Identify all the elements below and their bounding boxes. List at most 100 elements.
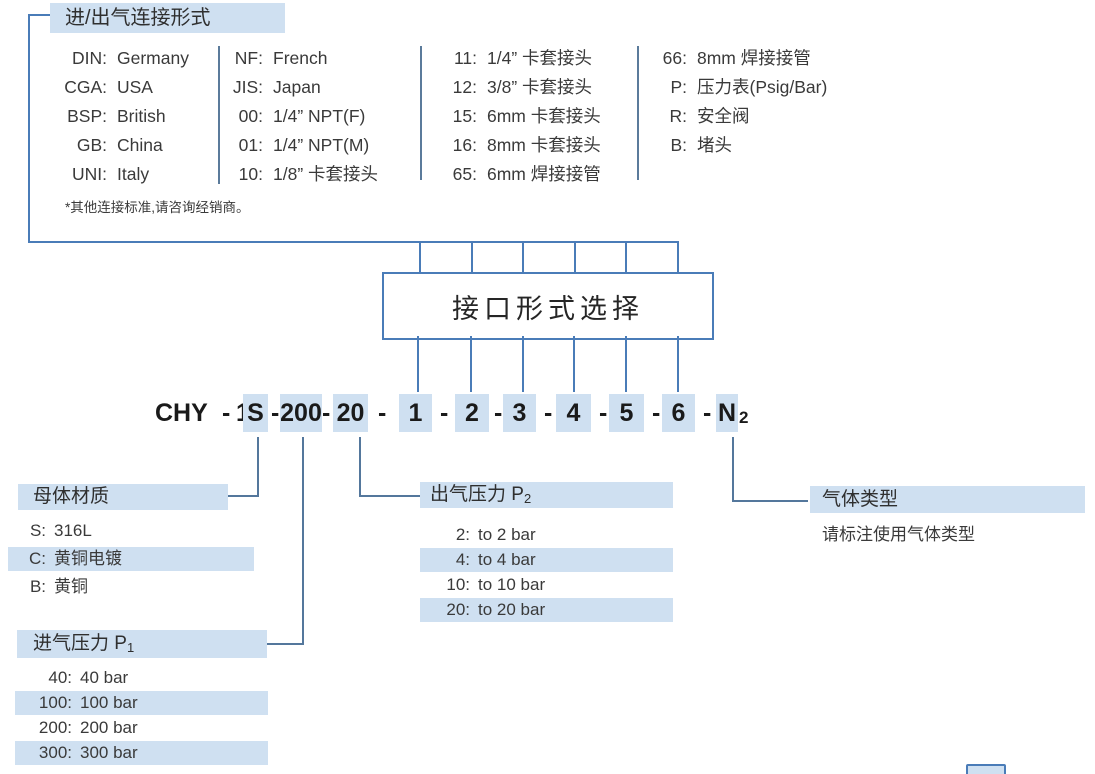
material-options: S:316L C:黄铜电镀 B:黄铜 — [8, 519, 254, 603]
option-description: to 10 bar — [478, 575, 546, 594]
connector-line — [574, 241, 576, 272]
connection-option: 11:1/4” 卡套接头 — [440, 44, 601, 73]
gas-type-note: 请标注使用气体类型 — [822, 525, 975, 544]
outlet-pressure-header-text: 出气压力 P — [430, 484, 524, 505]
connection-option: 65: 6mm 焊接接管 — [440, 160, 601, 189]
connection-option: 12: 3/8” 卡套接头 — [440, 73, 601, 102]
code-token: - — [271, 399, 280, 427]
option-code: JIS: — [232, 77, 263, 97]
material-section-header: 母体材质 — [18, 484, 228, 510]
option-code: S: — [29, 521, 46, 540]
option-row: 20:to 20 bar — [420, 598, 673, 622]
code-token: CHY — [155, 399, 208, 427]
option-code: 66: — [662, 48, 687, 68]
connection-option: CGA:USA — [55, 73, 189, 102]
connection-option: NF:French — [228, 44, 378, 73]
connector-line — [573, 336, 575, 392]
connector-line — [470, 336, 472, 392]
option-code: 10: — [238, 164, 263, 184]
option-row: C:黄铜电镀 — [8, 547, 254, 571]
connector-line — [471, 241, 473, 272]
option-code: R: — [669, 106, 688, 126]
code-token: 5 — [609, 394, 644, 432]
code-token: - — [378, 399, 387, 427]
code-token: N — [716, 394, 738, 432]
option-code: 20: — [446, 600, 470, 619]
code-token: 20 — [333, 394, 368, 432]
option-description: to 2 bar — [478, 525, 536, 544]
option-code: 12: — [452, 77, 477, 97]
option-row: 300: 300 bar — [15, 741, 268, 765]
connection-option: DIN:Germany — [55, 44, 189, 73]
connection-option: 01: 1/4” NPT(M) — [228, 131, 378, 160]
code-token: - — [599, 399, 608, 427]
code-token: 2 — [455, 394, 489, 432]
code-token: 1 — [399, 394, 432, 432]
inlet-pressure-header-subscript: 1 — [126, 640, 135, 655]
option-code: 300: — [38, 743, 72, 762]
option-code: 11: — [453, 48, 477, 68]
option-description: 6mm 焊接接管 — [487, 164, 601, 184]
option-code: UNI: — [72, 164, 107, 184]
connection-option: 10: 1/8” 卡套接头 — [228, 160, 378, 189]
option-row: B:黄铜 — [8, 575, 254, 599]
option-code: BSP: — [67, 106, 107, 126]
option-description: 1/8” 卡套接头 — [273, 164, 379, 184]
option-code: NF: — [234, 48, 263, 68]
option-description: 300 bar — [80, 743, 138, 762]
connection-option: R:安全阀 — [650, 102, 827, 131]
connector-line — [228, 495, 259, 497]
option-code: 15: — [452, 106, 477, 126]
option-code: 65: — [452, 164, 477, 184]
option-description: 1/4” NPT(M) — [273, 135, 370, 155]
connector-line — [417, 336, 419, 392]
option-code: 4: — [455, 550, 470, 569]
option-code: 100: — [38, 693, 72, 712]
option-description: 8mm 卡套接头 — [487, 135, 601, 155]
option-description: 3/8” 卡套接头 — [487, 77, 593, 97]
outlet-pressure-section-header: 出气压力 P2 — [420, 482, 673, 508]
connection-option: GB:China — [55, 131, 189, 160]
option-description: China — [117, 135, 163, 155]
connection-option: UNI:Italy — [55, 160, 189, 189]
connector-line — [522, 241, 524, 272]
partial-corner-button[interactable] — [966, 764, 1006, 774]
option-row: 100: 100 bar — [15, 691, 268, 715]
code-token: - — [440, 399, 449, 427]
connector-line — [677, 336, 679, 392]
connection-option: 15:6mm 卡套接头 — [440, 102, 601, 131]
code-token: - — [322, 399, 331, 427]
option-code: B: — [670, 135, 687, 155]
connector-line — [28, 241, 678, 243]
option-description: USA — [117, 77, 153, 97]
connection-option: P:压力表(Psig/Bar) — [650, 73, 827, 102]
connector-line — [28, 14, 50, 16]
connector-line — [267, 643, 304, 645]
connector-line — [625, 241, 627, 272]
connection-option: 66:8mm 焊接接管 — [650, 44, 827, 73]
inlet-pressure-section-header: 进气压力 P1 — [17, 630, 267, 658]
code-token: S — [243, 394, 268, 432]
option-code: 200: — [38, 718, 72, 737]
option-row: S:316L — [8, 519, 254, 543]
code-token: - — [544, 399, 553, 427]
option-row: 4:to 4 bar — [420, 548, 673, 572]
option-description: 100 bar — [80, 693, 138, 712]
connection-option: 16:8mm 卡套接头 — [440, 131, 601, 160]
code-token: 2 — [739, 408, 749, 427]
column-divider — [637, 46, 639, 180]
option-row: 2:to 2 bar — [420, 523, 673, 547]
option-description: Japan — [273, 77, 321, 97]
option-description: 黄铜电镀 — [54, 549, 122, 568]
connector-line — [625, 336, 627, 392]
outlet-pressure-header-subscript: 2 — [523, 491, 532, 506]
option-code: 01: — [238, 135, 263, 155]
connector-line — [359, 495, 421, 497]
gas-type-section-header: 气体类型 — [810, 486, 1085, 513]
connector-line — [732, 437, 734, 502]
